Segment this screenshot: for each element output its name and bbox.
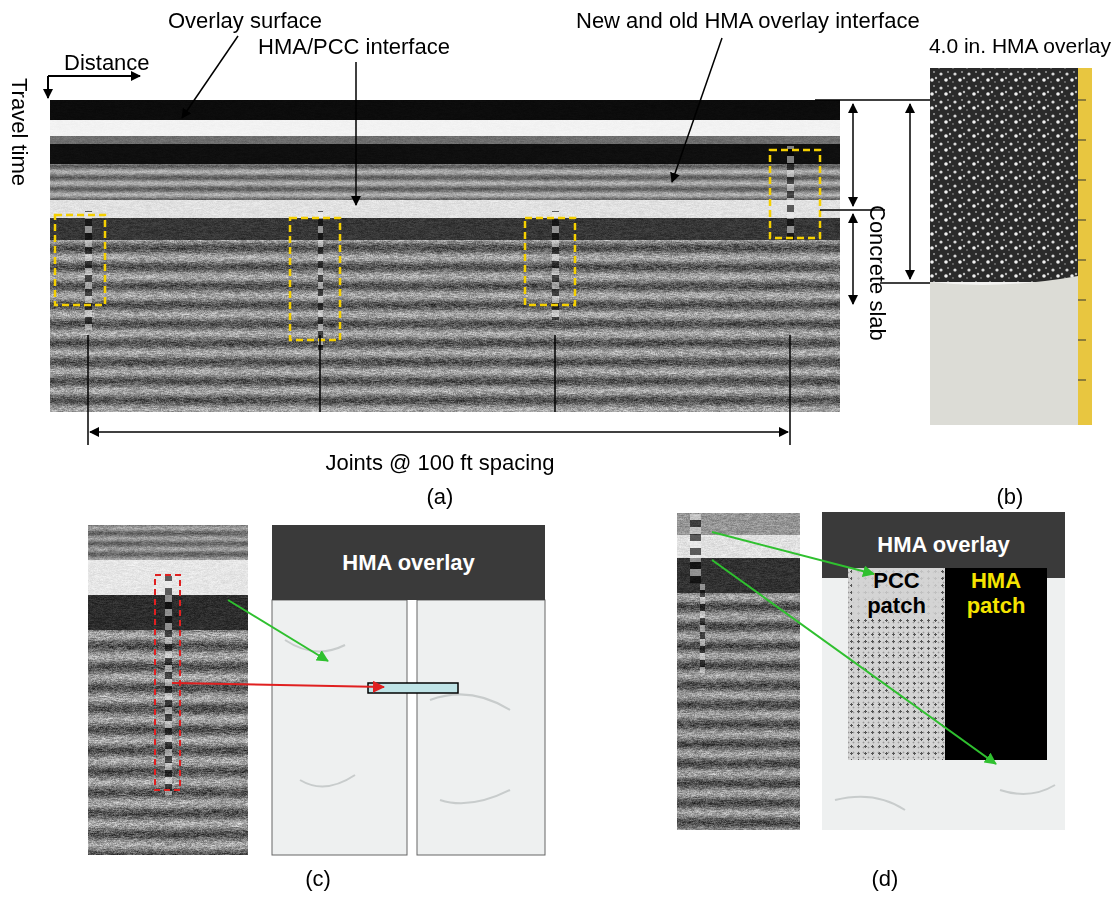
drawing-g	[1078, 100, 1086, 380]
drawing-line	[1078, 100, 1086, 101]
annotation-label: Distance	[64, 50, 150, 75]
drawing-path	[285, 640, 510, 803]
drawing-rect	[290, 218, 340, 340]
drawing-rect	[525, 218, 575, 305]
drawing-rect	[930, 68, 1090, 425]
drawing-line	[90, 431, 788, 433]
drawing-line	[228, 600, 328, 661]
annotation-label: Joints @ 100 ft spacing	[325, 450, 554, 475]
drawing-rect	[368, 683, 458, 693]
core-photo	[930, 68, 1092, 425]
node-text: HMA patch	[949, 568, 1043, 619]
annotation-label: (c)	[305, 866, 331, 891]
drawing-rect	[272, 600, 407, 855]
joint-schematic	[155, 575, 545, 855]
drawing-line	[1078, 300, 1086, 301]
axis-arrow	[47, 76, 49, 98]
drawing-line	[1078, 260, 1086, 261]
annotation-label: Travel time	[7, 78, 32, 186]
drawing-rect	[930, 68, 1078, 282]
annotation-label: Overlay surface	[168, 8, 322, 33]
drawing-path	[930, 276, 1078, 425]
drawing-line	[852, 214, 854, 304]
drawing-line	[815, 99, 930, 101]
overlay-band: HMA overlay	[272, 525, 545, 600]
drawing-rect	[155, 575, 180, 790]
pcc-patch: PCC patch	[848, 568, 945, 760]
drawing-line	[319, 335, 321, 412]
gpr-scan	[677, 513, 800, 830]
leader-line	[182, 36, 238, 118]
drawing-line	[554, 335, 556, 412]
drawing-line	[172, 683, 384, 687]
axis-arrow	[48, 75, 140, 77]
gpr-scan	[50, 100, 840, 412]
drawing-path	[835, 785, 1055, 810]
annotation-label: (b)	[997, 484, 1024, 509]
drawing-line	[1078, 220, 1086, 221]
drawing-line	[1078, 380, 1086, 381]
annotation-label: 4.0 in. HMA overlay	[929, 34, 1111, 58]
annotation-label: (a)	[427, 484, 454, 509]
leader-line	[672, 38, 722, 182]
node-text: PCC patch	[852, 568, 941, 619]
annotation-label: New and old HMA overlay interface	[576, 8, 920, 33]
highlight-box	[55, 150, 820, 340]
leader-line	[355, 62, 357, 205]
annotation-label: (d)	[872, 866, 899, 891]
annotation-label: Concrete slab	[865, 205, 890, 341]
drawing-rect	[417, 600, 545, 855]
drawing-rect	[770, 150, 820, 238]
drawing-line	[87, 335, 89, 445]
annotation-label: HMA/PCC interface	[258, 34, 450, 59]
drawing-line	[1078, 180, 1086, 181]
drawing-rect	[55, 215, 105, 305]
drawing-line	[789, 335, 791, 445]
node-text: HMA overlay	[342, 550, 474, 575]
drawing-line	[1078, 140, 1086, 141]
joint-marker	[88, 335, 790, 445]
drawing-line	[852, 104, 854, 206]
drawing-line	[909, 104, 911, 279]
drawing-line	[1078, 340, 1086, 341]
hma-patch: HMA patch	[945, 568, 1047, 760]
node-text: HMA overlay	[877, 532, 1009, 557]
drawing-rect	[1078, 68, 1092, 425]
